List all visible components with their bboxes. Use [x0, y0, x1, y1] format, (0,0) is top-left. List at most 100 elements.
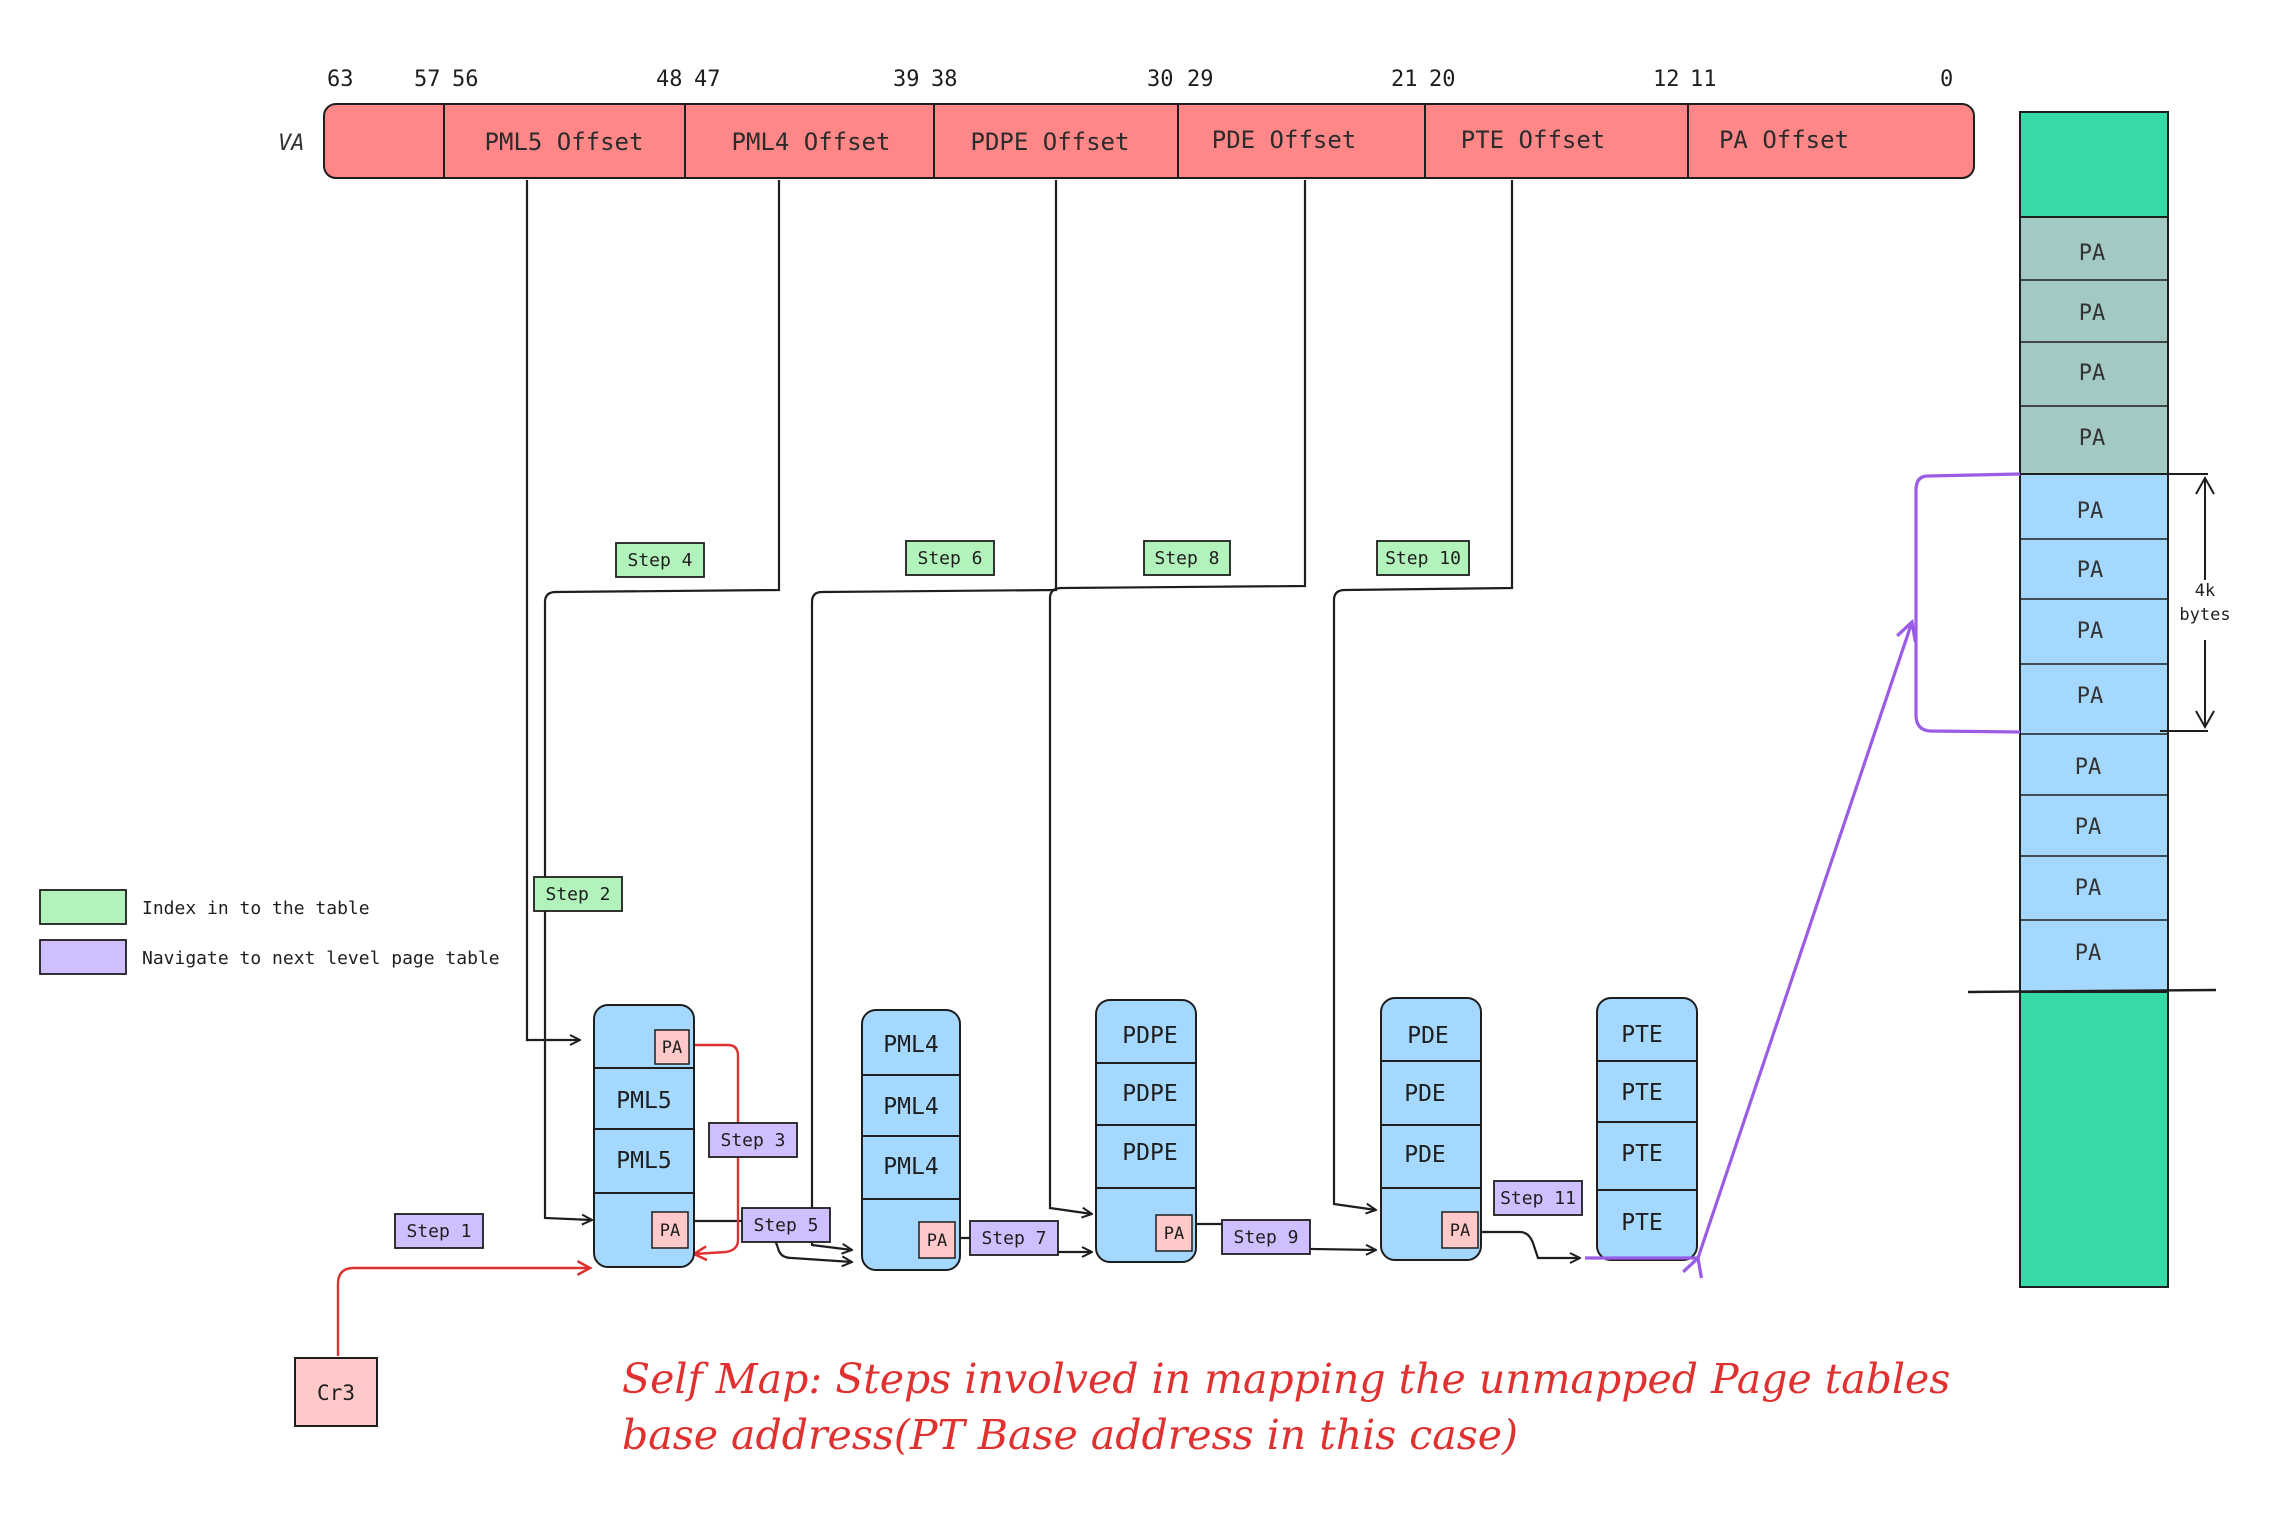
pml5-pa-box-top	[654, 1029, 690, 1065]
pde-pa-box	[1441, 1211, 1479, 1249]
physical-memory: PA PA PA PA PA PA PA PA PA PA PA PA 4k b…	[1967, 111, 2231, 1288]
page-size-label-1: 4k	[2195, 581, 2215, 601]
memory-dividers	[2020, 279, 2168, 921]
pml5-entry: PML5	[616, 1148, 671, 1174]
legend-swatch-navigate	[39, 939, 127, 975]
pdpe-entry: PDPE	[1122, 1140, 1177, 1166]
pdpe-pa-box	[1155, 1214, 1193, 1252]
bit-39: 39	[893, 67, 920, 92]
table-pde: PDE PDE PDE PA	[1380, 997, 1482, 1261]
pde-entry: PDE	[1404, 1081, 1446, 1107]
pml4-entry-pa: PA	[927, 1231, 947, 1251]
wire-step11	[1482, 1230, 1580, 1258]
bit-numbers: 63 57 56 48 47 39 38 30 29 21 20 12 11 0	[327, 67, 1953, 92]
pml5-entry: PML5	[616, 1088, 671, 1114]
self-map-link	[1698, 622, 1912, 1258]
bit-63: 63	[327, 67, 354, 92]
va-dividers	[443, 104, 1689, 178]
step3-tag	[708, 1122, 798, 1158]
pml5-entry-pa-top: PA	[662, 1038, 682, 1058]
pdpe-offset-field: PDPE Offset	[971, 128, 1130, 156]
memory-entry-pa: PA	[2077, 684, 2104, 709]
wire-step6	[810, 180, 1058, 1250]
bit-47: 47	[694, 67, 721, 92]
self-map-bracket	[1914, 472, 2021, 734]
wire-step2	[525, 180, 580, 1040]
page-size-label-2: bytes	[2179, 605, 2230, 625]
pde-entry-pa: PA	[1450, 1221, 1470, 1241]
pml5-offset-field: PML5 Offset	[485, 128, 644, 156]
bit-30: 30	[1147, 67, 1174, 92]
pde-entry: PDE	[1407, 1023, 1449, 1049]
memory-entry-pa: PA	[2075, 755, 2102, 780]
pml4-entry: PML4	[883, 1032, 938, 1058]
step4-tag	[615, 542, 705, 578]
bit-48: 48	[656, 67, 683, 92]
wire-step1	[336, 1268, 590, 1356]
cr3-register: Cr3	[294, 1357, 378, 1427]
step6-label: Step 6	[917, 548, 982, 569]
step-tags: Step 1 Step 2 Step 3 Step 4 Step 5 Step …	[394, 540, 1583, 1256]
step8-label: Step 8	[1154, 548, 1219, 569]
memory-bottom-region	[2019, 991, 2169, 1288]
wire-step4	[543, 180, 781, 1220]
memory-entry-pa: PA	[2079, 361, 2106, 386]
self-map-arrows	[1585, 472, 2021, 1258]
index-wires	[525, 180, 1514, 1250]
pde-offset-field: PDE Offset	[1212, 126, 1357, 154]
cr3-label: Cr3	[317, 1381, 355, 1405]
legend: Index in to the table Navigate to next l…	[39, 889, 500, 975]
pa-offset-field: PA Offset	[1719, 126, 1849, 154]
step5-tag	[741, 1207, 831, 1243]
caption-line-1: Self Map: Steps involved in mapping the …	[622, 1355, 1950, 1403]
memory-entry-pa: PA	[2075, 876, 2102, 901]
cr3-box	[294, 1357, 378, 1427]
step9-tag	[1221, 1219, 1311, 1255]
pml4-pa-box	[918, 1221, 956, 1259]
va-bar	[323, 103, 1975, 179]
pdpe-table-body	[1095, 999, 1197, 1263]
step2-label: Step 2	[545, 884, 610, 905]
virtual-address: 63 57 56 48 47 39 38 30 29 21 20 12 11 0…	[278, 67, 1975, 179]
memory-teal-region	[2019, 216, 2169, 475]
step7-label: Step 7	[981, 1228, 1046, 1249]
step4-label: Step 4	[627, 550, 692, 571]
pte-entry: PTE	[1621, 1210, 1663, 1236]
pde-table-body	[1380, 997, 1482, 1261]
wire-step10	[1332, 180, 1514, 1210]
memory-entry-pa: PA	[2079, 301, 2106, 326]
caption-line-2: base address(PT Base address in this cas…	[622, 1411, 1518, 1459]
memory-entry-pa: PA	[2075, 815, 2102, 840]
bit-12: 12	[1653, 67, 1680, 92]
memory-entry-pa: PA	[2077, 619, 2104, 644]
memory-entry-pa: PA	[2079, 426, 2106, 451]
pml5-pa-box-bottom	[651, 1211, 689, 1249]
step5-label: Step 5	[753, 1215, 818, 1236]
pdpe-entry: PDPE	[1122, 1081, 1177, 1107]
pte-entry: PTE	[1621, 1141, 1663, 1167]
pml5-table-body	[593, 1004, 695, 1268]
pml4-entry: PML4	[883, 1094, 938, 1120]
memory-page-table-region	[2019, 473, 2169, 993]
table-pml4: PML4 PML4 PML4 PA	[861, 1009, 961, 1271]
pdpe-entry-pa: PA	[1164, 1224, 1184, 1244]
step11-label: Step 11	[1500, 1188, 1576, 1209]
bit-29: 29	[1187, 67, 1214, 92]
pte-entry: PTE	[1621, 1080, 1663, 1106]
step11-tag	[1493, 1180, 1583, 1216]
bit-57: 57	[414, 67, 441, 92]
bit-0: 0	[1940, 67, 1953, 92]
bit-11: 11	[1690, 67, 1717, 92]
wire-step8	[1048, 180, 1307, 1214]
memory-entry-pa: PA	[2077, 499, 2104, 524]
memory-top-region	[2019, 111, 2169, 218]
caption: Self Map: Steps involved in mapping the …	[622, 1355, 1950, 1459]
step7-tag	[969, 1220, 1059, 1256]
table-pml5: PA PML5 PML5 PA	[593, 1004, 695, 1268]
table-pdpe: PDPE PDPE PDPE PA	[1095, 999, 1197, 1263]
pte-entry: PTE	[1621, 1022, 1663, 1048]
step10-label: Step 10	[1385, 548, 1461, 569]
legend-navigate-label: Navigate to next level page table	[142, 948, 500, 969]
